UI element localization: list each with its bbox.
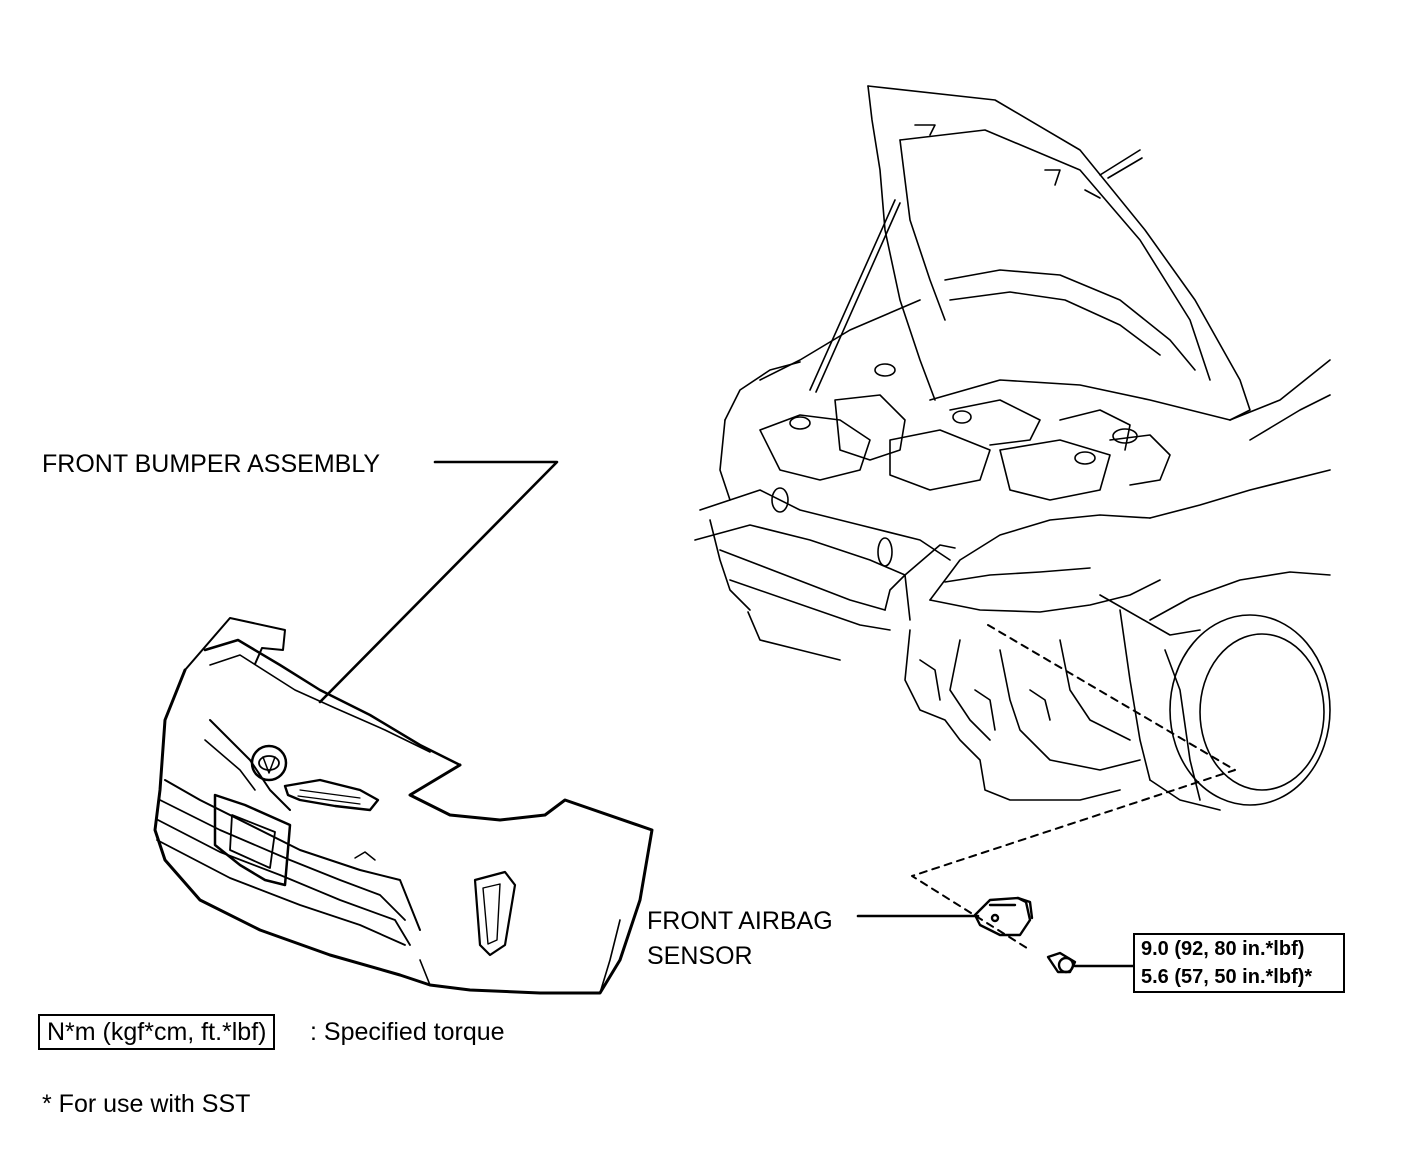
airbag-sensor-part xyxy=(973,896,1034,937)
vehicle-front-open-hood xyxy=(694,85,1331,811)
torque-spec-box: 9.0 (92, 80 in.*lbf) 5.6 (57, 50 in.*lbf… xyxy=(1133,933,1345,993)
front-bumper-drawing xyxy=(153,617,654,995)
bolt-icon xyxy=(1046,951,1077,974)
front-airbag-sensor-label-line1: FRONT AIRBAG xyxy=(647,907,833,935)
torque-value-standard: 9.0 (92, 80 in.*lbf) xyxy=(1141,938,1305,960)
toyota-emblem-icon xyxy=(250,744,288,782)
sst-footnote: * For use with SST xyxy=(42,1090,251,1118)
front-airbag-sensor-label-line2: SENSOR xyxy=(647,942,753,970)
torque-unit-legend-description: : Specified torque xyxy=(310,1018,505,1046)
torque-value-sst: 5.6 (57, 50 in.*lbf)* xyxy=(1141,966,1313,988)
front-bumper-assembly-label: FRONT BUMPER ASSEMBLY xyxy=(42,450,381,478)
torque-unit-legend-box: N*m (kgf*cm, ft.*lbf) xyxy=(38,1014,276,1050)
leader-lines xyxy=(318,460,1135,968)
sensor-location-leader xyxy=(911,624,1236,951)
